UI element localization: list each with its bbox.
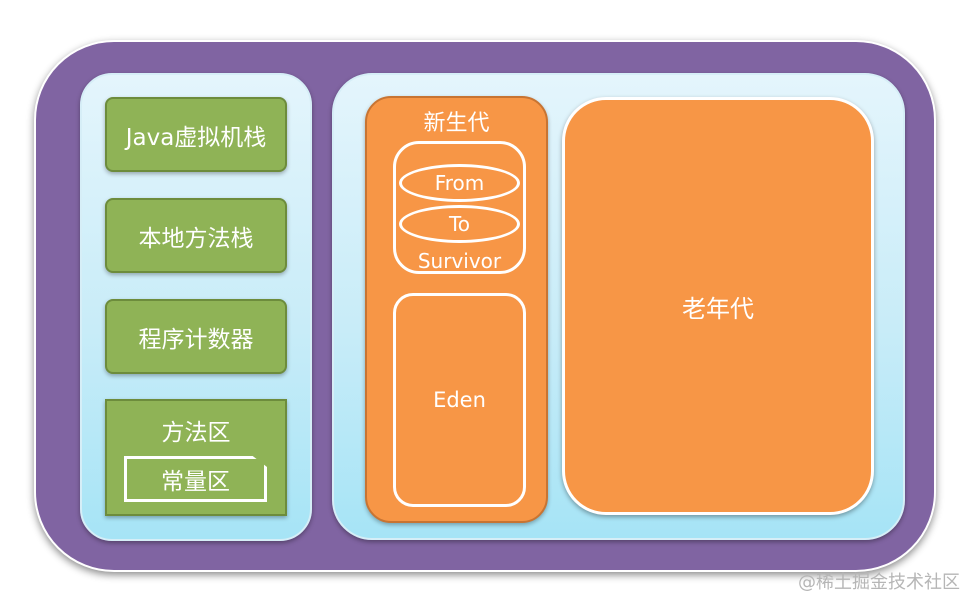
method-area-label: 方法区 [161, 420, 231, 446]
java-vm-stack-label: Java虚拟机栈 [125, 124, 267, 151]
native-method-stack-block: 本地方法栈 [105, 198, 287, 273]
old-generation-block: 老年代 [562, 97, 874, 515]
eden-block: Eden [393, 293, 526, 507]
from-space: From [399, 164, 520, 202]
old-generation-label: 老年代 [682, 294, 754, 323]
constant-pool-label: 常量区 [161, 469, 230, 495]
program-counter-label: 程序计数器 [138, 326, 254, 353]
survivor-block: From To Survivor [393, 141, 526, 274]
native-method-stack-label: 本地方法栈 [138, 225, 254, 252]
to-label: To [448, 212, 471, 236]
program-counter-block: 程序计数器 [105, 299, 287, 374]
watermark: @稀土掘金技术社区 [798, 572, 960, 593]
eden-label: Eden [433, 388, 486, 412]
survivor-label: Survivor [417, 249, 502, 273]
young-generation-label: 新生代 [423, 111, 490, 136]
to-space: To [399, 205, 520, 243]
java-vm-stack-block: Java虚拟机栈 [105, 97, 287, 172]
from-label: From [434, 171, 485, 195]
constant-pool-block: 常量区 [124, 456, 267, 502]
young-generation-block: 新生代 From To Survivor Eden [365, 96, 548, 523]
method-area-block: 方法区 常量区 [105, 399, 287, 516]
